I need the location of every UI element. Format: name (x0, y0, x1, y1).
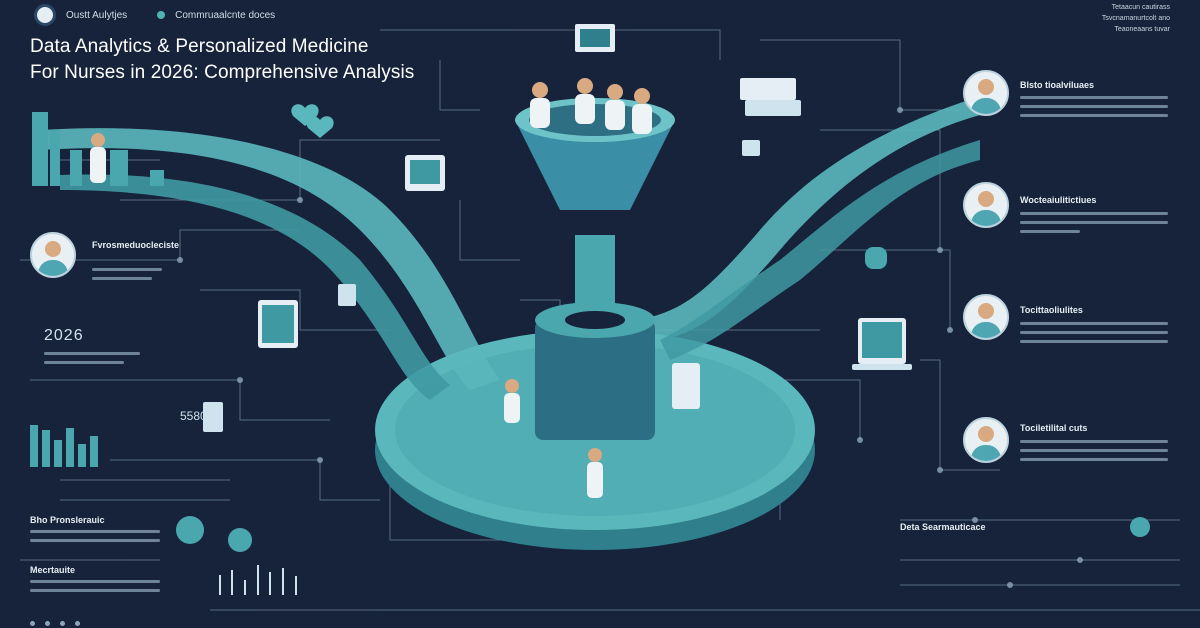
nurse-icon (90, 78, 652, 498)
spark-bars (219, 565, 297, 595)
footer-dot-icon (60, 621, 65, 626)
laptop-icon (852, 318, 912, 370)
monitor-icon (203, 24, 887, 432)
avatar (963, 70, 1009, 116)
page-title: Data Analytics & Personalized Medicine F… (30, 34, 414, 86)
bar-chart-graphic (30, 112, 164, 467)
top-right-line: Tsvcnamanurtcolt ano (1101, 15, 1170, 22)
year-text-lines (44, 352, 140, 370)
bottom-right-heading: Deta Searmauticace (900, 522, 986, 532)
bottom-left-heading-2: Mecrtauite (30, 565, 76, 575)
stat-value: 5580 (180, 409, 207, 423)
footer-icons (30, 621, 80, 626)
bottom-left-text-lines (30, 530, 160, 548)
nav-item[interactable]: Commruaalcnte doces (175, 9, 276, 21)
brand-name: Oustt Aulytjes (66, 9, 128, 21)
right-item-heading: Wocteaiulitictiues (1020, 195, 1097, 205)
brand: Oustt Aulytjes Commruaalcnte doces (34, 4, 275, 26)
footer-dot-icon (75, 621, 80, 626)
right-item-text-lines (1020, 212, 1168, 239)
top-right-line: Teaoneaans tuvar (1114, 26, 1170, 33)
right-item-text-lines (1020, 322, 1168, 349)
right-item-text-lines (1020, 96, 1168, 123)
title-line-2: For Nurses in 2026: Comprehensive Analys… (30, 62, 415, 83)
bottom-left-text-lines-2 (30, 580, 160, 598)
right-item-heading: Blsto tioalviluaes (1020, 80, 1095, 90)
footer-dot-icon (30, 621, 35, 626)
brand-logo (34, 4, 56, 26)
top-right-notes: Tetaacun cautirass Tsvcnamanurtcolt ano … (1102, 2, 1170, 35)
bottom-left-heading: Bho Pronslerauic (30, 515, 105, 525)
footer-dot-icon (45, 621, 50, 626)
year-label: 2026 (44, 327, 84, 344)
avatar (30, 232, 76, 278)
stat-circle (176, 516, 204, 544)
profile-heading: Fvrosmeduocleciste (92, 240, 180, 250)
top-right-line: Tetaacun cautirass (1111, 4, 1170, 11)
data-ribbons (40, 90, 1000, 400)
nav-dot-icon (157, 11, 166, 19)
avatar (963, 294, 1009, 340)
right-item-heading: Tociletilital cuts (1020, 423, 1088, 433)
title-line-1: Data Analytics & Personalized Medicine (30, 36, 369, 57)
profile-text-lines (92, 268, 162, 286)
funnel-icon (515, 98, 675, 440)
heart-icon (291, 104, 334, 138)
avatar (963, 182, 1009, 228)
right-item-text-lines (1020, 440, 1168, 467)
avatar (963, 417, 1009, 463)
right-item-heading: Tocittaoliulites (1020, 305, 1083, 315)
